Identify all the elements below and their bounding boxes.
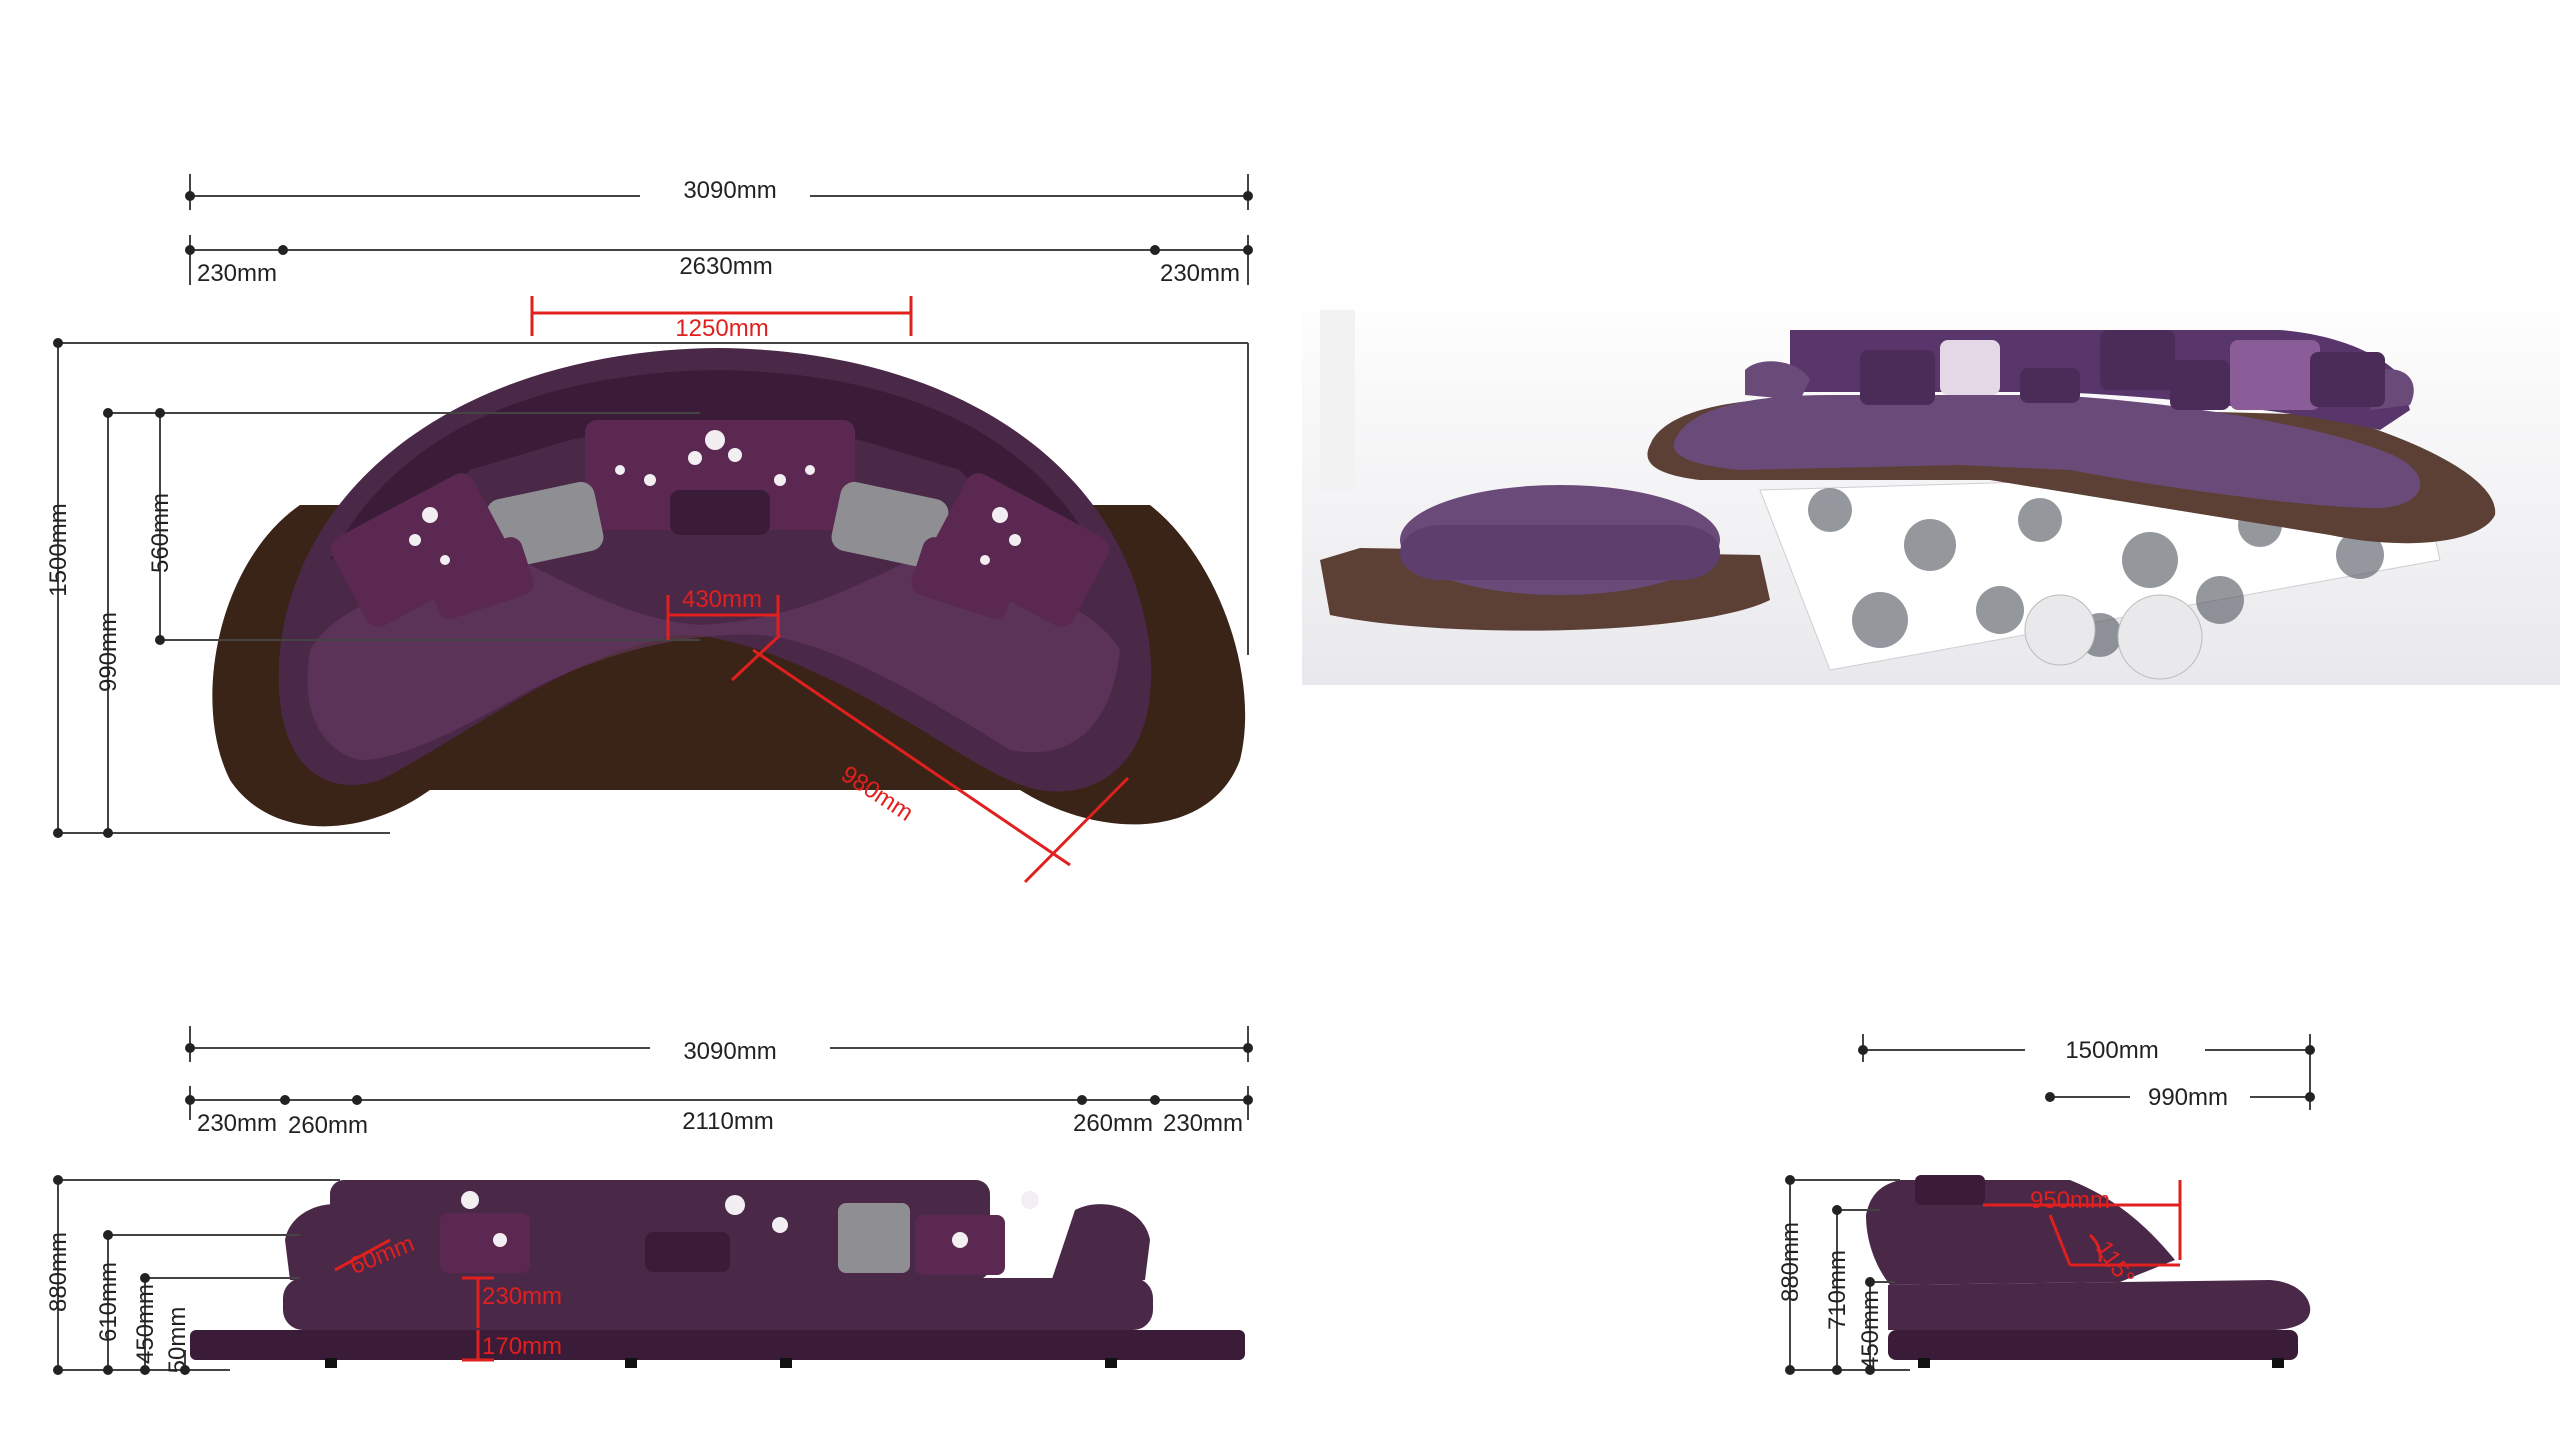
front-pad-right-label: 260mm [1073, 1110, 1153, 1137]
dim-seat-depth: 990mm [95, 408, 700, 838]
top-overall-depth-label: 1500mm [45, 503, 72, 596]
side-height-back-label: 710mm [1824, 1250, 1851, 1330]
front-height-total-label: 880mm [45, 1232, 72, 1312]
front-arm-right [1050, 1204, 1150, 1285]
front-center-width-label: 2110mm [682, 1108, 774, 1135]
room-lamp [1320, 310, 1355, 490]
center-cushion [585, 420, 855, 530]
front-legs [325, 1358, 1117, 1368]
front-dim-heights: 880mm 610mm 450mm 50mm [45, 1175, 340, 1375]
side-view: 1500mm 990mm [1777, 1034, 2315, 1375]
front-floral [461, 1191, 1039, 1248]
top-right-arm-label: 230mm [1160, 260, 1240, 287]
front-view: 3090mm 230mm 260mm 2110mm 260mm 230mm [45, 1026, 1253, 1375]
front-overall-width-label: 3090mm [683, 1038, 776, 1065]
side-pillow [1915, 1175, 1985, 1205]
floral-print [409, 430, 1021, 565]
decor-ball-left [2024, 594, 2096, 666]
left-print-pillow [330, 473, 510, 627]
front-pillow-gray [838, 1203, 910, 1273]
top-back-depth-label: 560mm [147, 493, 174, 573]
render-sofa-arm-left [1745, 361, 1810, 400]
decor-ball-right [2117, 594, 2203, 680]
front-dim-segments: 230mm 260mm 2110mm 260mm 230mm [185, 1086, 1253, 1139]
dim-overall-width: 3090mm [185, 174, 1253, 210]
center-small-pillow [670, 490, 770, 535]
front-height-arm-label: 610mm [95, 1262, 122, 1342]
top-view: 3090mm 230mm 2630mm 230mm [45, 174, 1253, 884]
dim-seat-gap: 430mm [666, 586, 780, 640]
front-dim-overall-width: 3090mm [185, 1026, 1253, 1065]
dim-back-arc: 1250mm [530, 296, 913, 342]
front-pillow-3 [645, 1232, 730, 1272]
top-seat-gap-label: 430mm [682, 586, 762, 613]
front-height-seat-label: 450mm [132, 1284, 159, 1364]
side-seat-depth-label: 990mm [2148, 1084, 2228, 1111]
sofa-top-seat [307, 560, 1120, 760]
side-dim-heights: 880mm 710mm 450mm [1777, 1175, 1910, 1375]
ottoman-body [1400, 525, 1720, 580]
front-height-leg-label: 50mm [164, 1307, 191, 1374]
front-seat [283, 1278, 1153, 1330]
dim-overall-depth: 1500mm [45, 338, 1249, 838]
front-base [190, 1330, 1245, 1360]
side-seat [1888, 1280, 2311, 1330]
side-base [1888, 1330, 2298, 1360]
render-sofa-seat [1673, 395, 2421, 509]
top-back-arc-label: 1250mm [675, 315, 768, 342]
room-render [1302, 285, 2560, 685]
side-overall-depth-label: 1500mm [2065, 1037, 2158, 1064]
right-gray-pillow [831, 481, 949, 569]
front-arm-left [285, 1204, 385, 1285]
top-left-arm-label: 230mm [197, 260, 277, 287]
sofa-top-back [330, 370, 1100, 560]
top-seat-depth-label: 990mm [95, 612, 122, 692]
right-print-pillow [930, 473, 1110, 627]
front-arm-left-label: 230mm [197, 1110, 277, 1137]
front-arm-right-label: 230mm [1163, 1110, 1243, 1137]
render-pillows [1860, 330, 2385, 410]
front-pad-left-label: 260mm [288, 1112, 368, 1139]
side-height-total-label: 880mm [1777, 1222, 1804, 1302]
front-cushion-label: 230mm [482, 1283, 562, 1310]
top-inner-width-label: 2630mm [679, 253, 772, 280]
front-pillow-1 [440, 1213, 530, 1273]
side-height-seat-label: 450mm [1857, 1290, 1884, 1370]
side-dim-overall-depth: 1500mm [1858, 1034, 2315, 1110]
top-overall-width-label: 3090mm [683, 177, 776, 204]
side-dim-seat-depth: 990mm [2045, 1084, 2315, 1111]
front-base-label: 170mm [482, 1333, 562, 1360]
side-legs [1918, 1358, 2284, 1368]
side-back-length-label: 950mm [2030, 1187, 2110, 1214]
dim-back-depth: 560mm [147, 408, 700, 645]
right-small-pillow [911, 537, 1019, 619]
dim-inner-width: 230mm 2630mm 230mm [185, 235, 1253, 287]
left-small-pillow [426, 537, 534, 619]
